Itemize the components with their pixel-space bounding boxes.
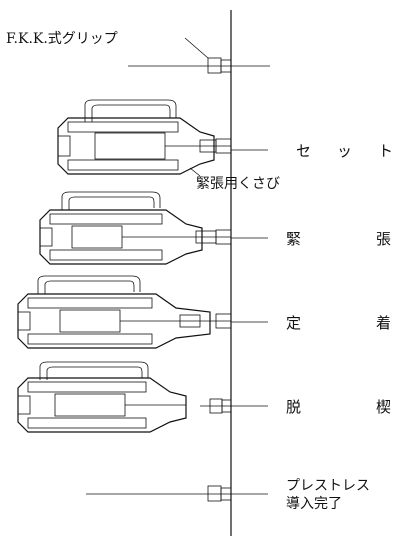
step-tension-char-2: 張 — [376, 230, 391, 248]
fkk-grip-label: F.K.K.式グリップ — [6, 31, 118, 47]
jack-handle-3 — [37, 275, 141, 294]
jack-body-4 — [17, 377, 187, 433]
step-anchoring-char-1: 定 — [286, 314, 301, 332]
fkk-grip-step: F.K.K.式グリップ — [6, 31, 270, 74]
step-wedge-removal-char-1: 脱 — [286, 398, 301, 416]
jack-tension-step: 緊 張 — [39, 191, 391, 265]
jack-anchoring-step: 定 着 — [17, 275, 391, 349]
wedge-label: 緊張用くさび — [196, 176, 280, 192]
step-tension-char-1: 緊 — [286, 230, 301, 248]
step-complete-line-1: プレストレス — [286, 478, 370, 494]
jack-body — [57, 117, 215, 175]
step-anchoring-char-2: 着 — [376, 314, 391, 332]
jack-handle-2 — [61, 191, 161, 210]
step-wedge-removal-char-2: 楔 — [376, 398, 391, 416]
fkk-grip — [207, 57, 222, 74]
anchor-plate — [220, 59, 232, 73]
jack-handle — [84, 99, 177, 122]
step-set-char-1: セ — [296, 142, 311, 160]
jack-body-2 — [39, 209, 203, 265]
jack-set-step: 緊張用くさび セ ッ ト — [57, 99, 393, 192]
step-set-char-3: ト — [378, 142, 393, 160]
jack-handle-4 — [39, 361, 149, 380]
grip-leader-line — [184, 37, 209, 59]
step-set-char-2: ッ — [337, 142, 352, 160]
step-complete-line-2: 導入完了 — [286, 496, 342, 512]
final-grip — [207, 485, 222, 502]
jack-body-3 — [17, 293, 211, 349]
jack-wedge-removal-step: 脱 楔 — [17, 361, 391, 433]
prestress-complete-step: プレストレス 導入完了 — [86, 478, 370, 512]
